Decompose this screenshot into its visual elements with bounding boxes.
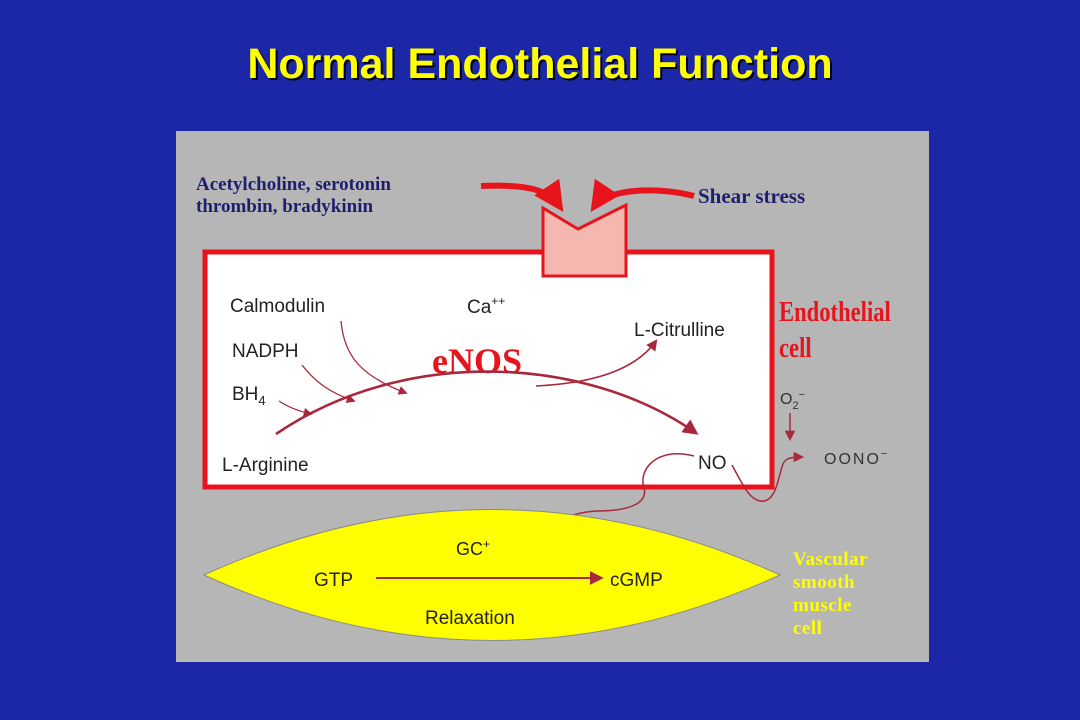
- smooth-muscle-cell-shape: [202, 509, 782, 641]
- citrulline-arrow: [535, 339, 658, 387]
- agonists-label-line2: thrombin, bradykinin: [196, 196, 373, 217]
- arginine-label: L-Arginine: [222, 455, 309, 476]
- superoxide-label: O2−: [780, 389, 805, 412]
- citrulline-label: L-Citrulline: [634, 320, 725, 341]
- diagram-canvas: Acetylcholine, serotonin thrombin, brady…: [196, 174, 891, 641]
- vsmc-label-line3: muscle: [793, 595, 852, 616]
- peroxynitrite-label: OONO−: [824, 448, 889, 468]
- agonists-label-line1: Acetylcholine, serotonin: [196, 174, 391, 195]
- vsmc-label-line1: Vascular: [793, 549, 868, 570]
- receptor-block: [541, 202, 628, 278]
- agonist-arrow: [480, 178, 564, 212]
- vsmc-label-line2: smooth: [793, 572, 855, 593]
- calcium-label: Ca++: [467, 294, 505, 318]
- shear-stress-label: Shear stress: [698, 184, 805, 208]
- cgmp-label: cGMP: [610, 570, 663, 591]
- gc-label: GC+: [456, 537, 490, 559]
- no-label: NO: [698, 453, 727, 474]
- no-to-peroxynitrite-arrow: [731, 451, 805, 502]
- bh4-label: BH4: [232, 384, 266, 408]
- arginine-to-no-arrow: [275, 370, 699, 436]
- endothelial-cell-box: [202, 249, 775, 490]
- relaxation-label: Relaxation: [425, 608, 515, 629]
- calmodulin-label: Calmodulin: [230, 296, 325, 317]
- endothelial-cell-label-line1: Endothelial: [779, 295, 891, 327]
- endothelial-cell-label-line2: cell: [779, 331, 812, 363]
- gtp-label: GTP: [314, 570, 353, 591]
- vsmc-label-line4: cell: [793, 618, 822, 639]
- calmodulin-arrow: [340, 320, 408, 395]
- diagram-panel: Acetylcholine, serotonin thrombin, brady…: [176, 131, 929, 662]
- nadph-arrow: [301, 364, 356, 403]
- slide-title: Normal Endothelial Function: [247, 40, 833, 88]
- nadph-label: NADPH: [232, 341, 299, 362]
- shear-stress-arrow: [590, 178, 695, 212]
- bh4-arrow: [278, 400, 313, 417]
